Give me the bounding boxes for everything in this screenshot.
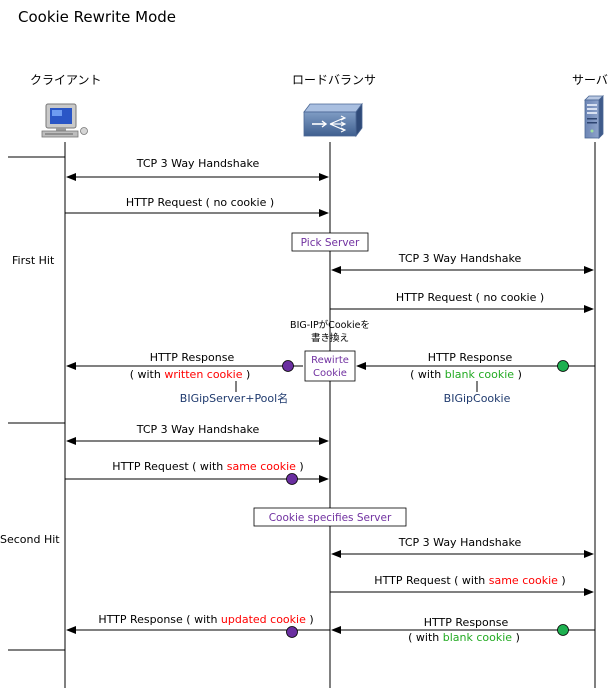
actor-server-label: サーバ [572,73,608,87]
http-response-cookie-label: ( with written cookie ) [130,368,251,381]
http-response-label: HTTP Response ( with updated cookie ) [98,613,313,626]
cookie-marker-purple [282,360,294,372]
bigip-server-pool-label: BIGipServer+Pool名 [180,391,288,405]
rewrite-cookie-note [304,350,356,382]
cookie-marker-green [557,360,569,372]
cookie-specifies-server-note [253,507,407,527]
diagram-title: Cookie Rewrite Mode [18,8,176,26]
http-response-cookie-label: ( with blank cookie ) [408,631,520,644]
cookie-marker-purple [286,473,298,485]
bigip-cookie-label: BIGipCookie [444,392,511,405]
actor-client-label: クライアント [30,73,102,87]
server-tower-icon [584,95,604,139]
desktop-computer-icon [41,103,88,138]
bigip-rewrite-note-line2: 書き換え [311,332,349,344]
tcp-handshake-label: TCP 3 Way Handshake [136,423,260,436]
pick-server-text: Pick Server [301,237,360,249]
http-response-label: HTTP Response [424,616,509,629]
rewrite-cookie-text-line1: Rewirte [311,355,349,366]
pick-server-note [291,232,369,252]
cookie-marker-purple [286,626,298,638]
http-request-label: HTTP Request ( no cookie ) [396,291,544,304]
http-response-label: HTTP Response [150,351,235,364]
tcp-handshake-label: TCP 3 Way Handshake [398,252,522,265]
cookie-marker-green [557,624,569,636]
bigip-rewrite-note-line1: BIG-IPがCookieを [290,319,370,331]
http-response-label: HTTP Response [428,351,513,364]
actor-lb-label: ロードバランサ [292,73,376,87]
load-balancer-icon [303,102,363,138]
phase-second-hit-label: Second Hit [0,533,60,546]
http-response-cookie-label: ( with blank cookie ) [410,368,522,381]
http-request-label: HTTP Request ( no cookie ) [126,196,274,209]
rewrite-cookie-text-line2: Cookie [313,368,347,379]
tcp-handshake-label: TCP 3 Way Handshake [136,157,260,170]
http-request-label: HTTP Request ( with same cookie ) [374,574,565,587]
tcp-handshake-label: TCP 3 Way Handshake [398,536,522,549]
phase-first-hit-label: First Hit [12,254,55,267]
cookie-specifies-server-text: Cookie specifies Server [269,512,392,524]
http-request-label: HTTP Request ( with same cookie ) [112,460,303,473]
